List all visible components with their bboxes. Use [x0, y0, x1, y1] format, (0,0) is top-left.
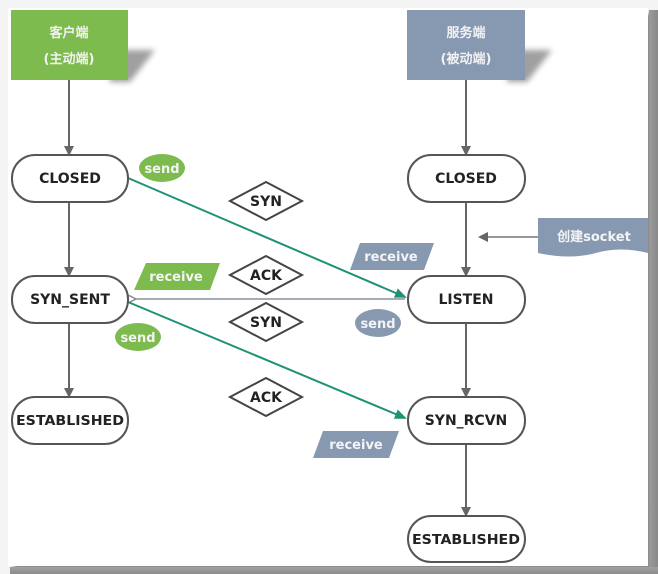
create-socket-tag	[538, 218, 648, 257]
card-shadow-bottom	[10, 567, 658, 574]
server-state-listen: LISTEN	[407, 275, 526, 324]
server-state-closed: CLOSED	[407, 154, 526, 203]
state-label: CLOSED	[435, 171, 497, 187]
message-diamond	[227, 301, 305, 343]
send-tag-shape	[355, 309, 401, 337]
state-box	[407, 515, 526, 563]
send-tag-label: send	[144, 162, 179, 177]
state-box	[11, 396, 129, 445]
message-diamond	[227, 180, 305, 222]
message-syn-2: SYN	[227, 301, 305, 343]
message-label: SYN	[250, 315, 282, 331]
receive-tag-shape	[313, 431, 399, 458]
state-box	[407, 275, 526, 324]
create-socket-annotation: 创建socket	[478, 218, 648, 257]
create-socket-label: 创建socket	[556, 229, 631, 245]
message-ack-1: ACK	[227, 254, 305, 296]
state-label: LISTEN	[438, 292, 493, 308]
message-label: ACK	[250, 268, 283, 284]
card-shadow-right	[649, 10, 658, 574]
client-header: 客户端 (主动端)	[11, 10, 155, 82]
receive-tag-label: receive	[149, 270, 203, 285]
send-tag-shape	[115, 323, 161, 351]
server-state-syn-rcvn: SYN_RCVN	[407, 396, 526, 445]
state-label: CLOSED	[39, 171, 101, 187]
send-tag-label: send	[120, 331, 155, 346]
server-tag-receive-1: receive	[350, 243, 434, 270]
flow-syn-client-to-server	[127, 177, 407, 298]
client-tag-send-1: send	[139, 154, 185, 182]
message-syn-1: SYN	[227, 180, 305, 222]
message-diamond	[227, 376, 305, 418]
state-label: SYN_SENT	[30, 292, 110, 308]
state-box	[11, 275, 129, 324]
server-tag-send: send	[355, 309, 401, 337]
state-box	[11, 154, 129, 203]
client-tag-send-2: send	[115, 323, 161, 351]
receive-tag-shape	[350, 243, 434, 270]
client-tag-receive: receive	[134, 263, 220, 290]
server-tag-receive-2: receive	[313, 431, 399, 458]
client-header-box	[11, 10, 128, 80]
message-ack-2: ACK	[227, 376, 305, 418]
state-label: ESTABLISHED	[412, 533, 520, 548]
client-state-syn-sent: SYN_SENT	[11, 275, 129, 324]
message-label: ACK	[250, 390, 283, 406]
send-tag-shape	[139, 154, 185, 182]
server-header: 服务端 (被动端)	[407, 10, 552, 82]
flow-ack-client-to-server	[127, 301, 407, 419]
client-header-subtitle: (主动端)	[44, 51, 95, 67]
state-box	[407, 154, 526, 203]
state-box	[407, 396, 526, 445]
server-header-box	[407, 10, 525, 80]
state-label: SYN_RCVN	[425, 413, 508, 429]
message-diamond	[227, 254, 305, 296]
receive-tag-shape	[134, 263, 220, 290]
server-header-title: 服务端	[446, 25, 485, 41]
server-state-established: ESTABLISHED	[407, 515, 526, 563]
client-state-established: ESTABLISHED	[11, 396, 129, 445]
receive-tag-label: receive	[329, 438, 383, 453]
client-header-title: 客户端	[49, 25, 88, 41]
send-tag-label: send	[360, 317, 395, 332]
state-label: ESTABLISHED	[16, 414, 124, 429]
server-header-subtitle: (被动端)	[441, 51, 492, 67]
message-label: SYN	[250, 194, 282, 210]
receive-tag-label: receive	[364, 250, 418, 265]
client-state-closed: CLOSED	[11, 154, 129, 203]
